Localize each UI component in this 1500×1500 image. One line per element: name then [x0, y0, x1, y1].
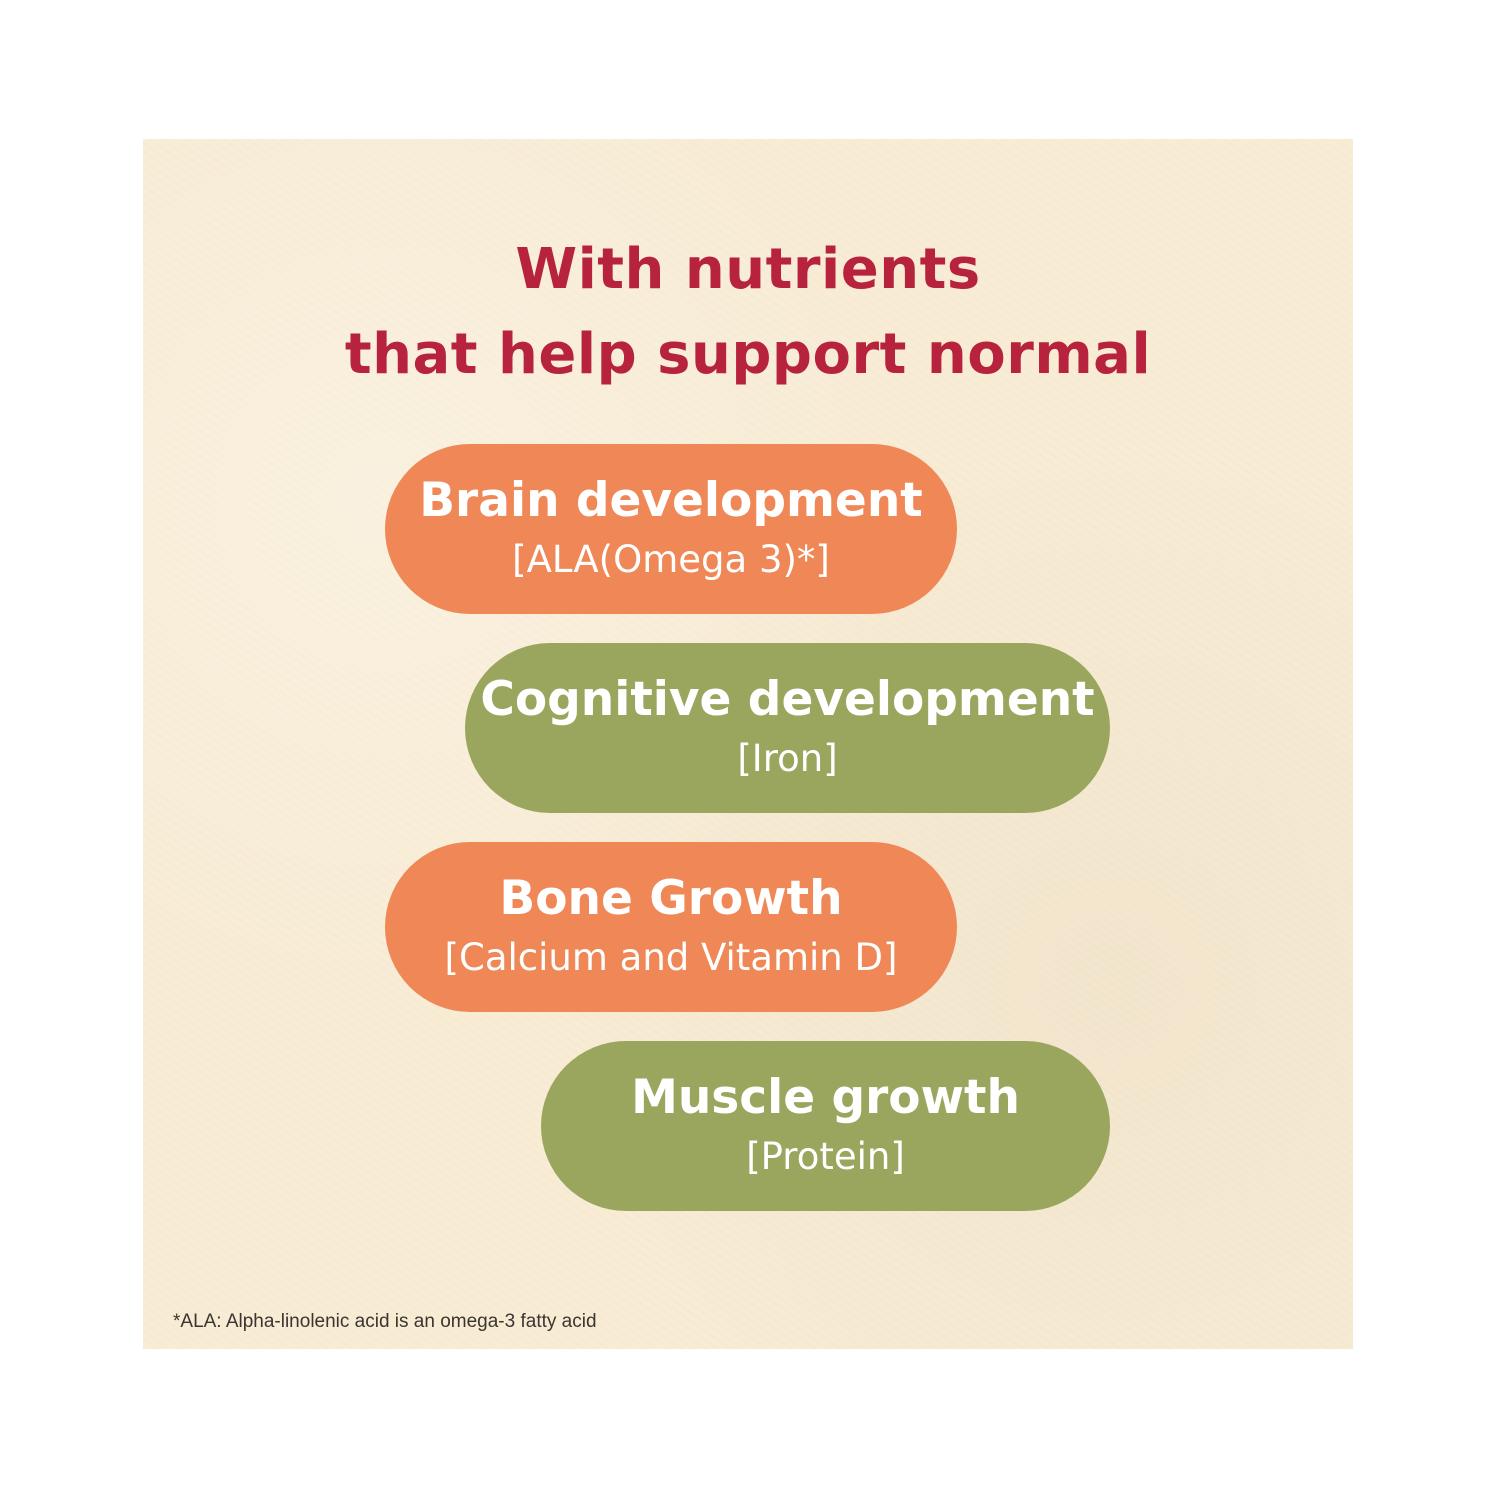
headline-line-1: With nutrients: [515, 237, 981, 302]
benefit-nutrient: [Calcium and Vitamin D]: [444, 936, 898, 979]
benefit-title: Cognitive development: [480, 672, 1095, 727]
benefit-pill-brain-development: Brain development [ALA(Omega 3)*]: [385, 444, 957, 614]
benefit-pill-cognitive-development: Cognitive development [Iron]: [465, 643, 1110, 813]
nutrient-info-panel: With nutrients that help support normal …: [143, 139, 1353, 1349]
benefit-pill-bone-growth: Bone Growth [Calcium and Vitamin D]: [385, 842, 957, 1012]
footnote: *ALA: Alpha-linolenic acid is an omega-3…: [173, 1311, 597, 1332]
benefit-title: Muscle growth: [631, 1070, 1020, 1125]
benefit-title: Brain development: [419, 473, 923, 528]
benefit-nutrient: [Protein]: [746, 1135, 905, 1178]
benefit-nutrient: [ALA(Omega 3)*]: [512, 538, 830, 581]
benefit-nutrient: [Iron]: [737, 737, 838, 780]
benefit-pill-muscle-growth: Muscle growth [Protein]: [541, 1041, 1110, 1211]
headline-line-2: that help support normal: [344, 322, 1152, 387]
benefit-title: Bone Growth: [499, 871, 843, 926]
